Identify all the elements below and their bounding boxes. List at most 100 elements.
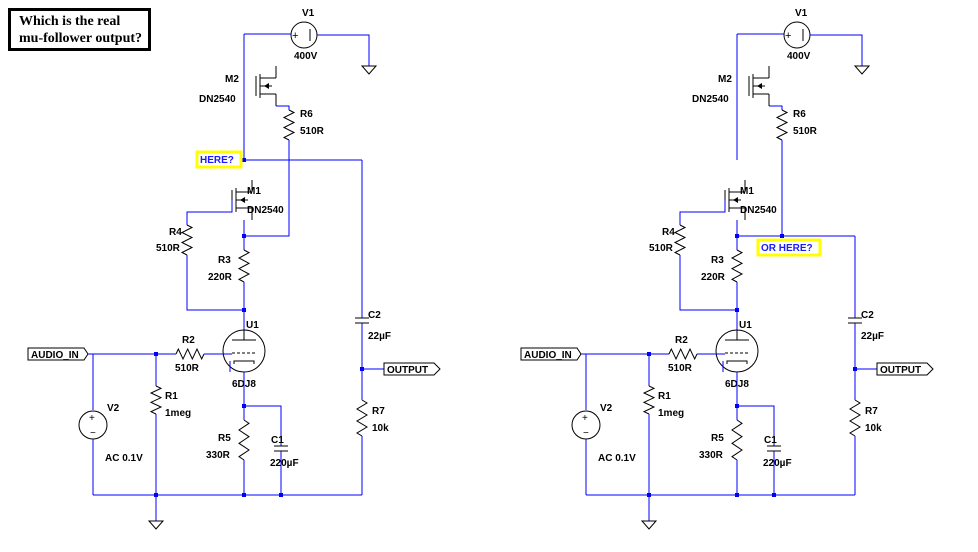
v1-name: V1	[302, 8, 315, 19]
svg-text:+: +	[292, 30, 298, 42]
v1-source: +	[290, 21, 318, 49]
r1-resistor	[149, 385, 163, 415]
junction-dot	[772, 493, 776, 497]
r1-value: 1meg	[165, 408, 191, 419]
r1-value: 1meg	[658, 408, 684, 419]
circuit-right: +V1400VM2DN2540R6510RM1DN2540R4510RR3220…	[520, 8, 934, 530]
m1-model: DN2540	[247, 205, 284, 216]
c2-name: C2	[368, 310, 381, 321]
ground-symbol	[360, 60, 378, 75]
r7-resistor	[356, 399, 368, 437]
question-label: HERE?	[200, 155, 234, 166]
wire	[769, 105, 783, 110]
r6-name: R6	[793, 109, 806, 120]
m2-name: M2	[718, 74, 732, 85]
c1-capacitor	[274, 445, 288, 452]
r1-name: R1	[658, 391, 671, 402]
title-line-2: mu-follower output?	[19, 31, 143, 46]
r4-resistor	[180, 224, 194, 256]
junction-dot	[242, 308, 246, 312]
wire	[679, 200, 726, 225]
r5-name: R5	[218, 433, 231, 444]
wire	[244, 140, 290, 237]
c2-capacitor	[355, 317, 369, 324]
m2-mosfet	[255, 66, 277, 106]
r6-resistor	[282, 109, 296, 141]
r2-resistor	[175, 347, 205, 361]
r4-name: R4	[662, 227, 675, 238]
svg-text:+: +	[785, 30, 791, 42]
junction-dot	[780, 234, 784, 238]
r1-name: R1	[165, 391, 178, 402]
r4-name: R4	[169, 227, 182, 238]
wire	[186, 200, 233, 225]
output-label: OUTPUT	[387, 365, 428, 376]
r7-name: R7	[865, 406, 878, 417]
r2-value: 510R	[668, 363, 693, 374]
question-highlight	[195, 150, 243, 169]
c2-capacitor	[848, 317, 862, 324]
wire	[317, 34, 370, 60]
m2-name: M2	[225, 74, 239, 85]
r3-resistor	[237, 249, 251, 283]
r3-value: 220R	[701, 272, 726, 283]
r3-value: 220R	[208, 272, 233, 283]
u1-name: U1	[246, 320, 259, 331]
v2-value: AC 0.1V	[105, 453, 143, 464]
m1-name: M1	[740, 186, 754, 197]
r5-resistor	[238, 419, 250, 461]
r3-name: R3	[218, 255, 231, 266]
r6-name: R6	[300, 109, 313, 120]
wire	[88, 353, 94, 410]
v2-value: AC 0.1V	[598, 453, 636, 464]
audio-in-label: AUDIO_IN	[524, 350, 572, 361]
v1-source: +	[783, 21, 811, 49]
r2-name: R2	[675, 335, 688, 346]
question-label: OR HERE?	[761, 243, 813, 254]
r5-value: 330R	[206, 450, 231, 461]
r6-value: 510R	[300, 126, 325, 137]
audio-in-flag	[520, 347, 582, 361]
v1-name: V1	[795, 8, 808, 19]
r3-resistor	[730, 249, 744, 283]
wire	[581, 353, 587, 410]
c2-value: 22µF	[861, 331, 884, 342]
junction-dot	[242, 234, 246, 238]
c1-name: C1	[764, 435, 777, 446]
circuit-left: +V1400VM2DN2540R6510RM1DN2540R4510RR3220…	[27, 8, 441, 530]
svg-text:−: −	[583, 428, 589, 439]
v2-name: V2	[600, 403, 613, 414]
junction-dot	[242, 158, 246, 162]
r1-resistor	[642, 385, 656, 415]
wire	[810, 34, 863, 60]
u1-name: U1	[739, 320, 752, 331]
svg-text:+: +	[89, 413, 95, 424]
u1-triode	[222, 329, 266, 373]
ground-symbol	[853, 60, 871, 75]
v1-value: 400V	[787, 51, 811, 62]
r2-name: R2	[182, 335, 195, 346]
r4-value: 510R	[649, 243, 674, 254]
m1-name: M1	[247, 186, 261, 197]
r4-resistor	[673, 224, 687, 256]
wire	[276, 105, 290, 110]
r3-name: R3	[711, 255, 724, 266]
junction-dot	[242, 493, 246, 497]
v2-source: +−	[78, 410, 108, 440]
wire	[244, 405, 282, 446]
c1-name: C1	[271, 435, 284, 446]
r5-value: 330R	[699, 450, 724, 461]
junction-dot	[735, 308, 739, 312]
r6-resistor	[775, 109, 789, 141]
junction-dot	[279, 493, 283, 497]
junction-dot	[735, 493, 739, 497]
u1-triode	[715, 329, 759, 373]
audio-in-label: AUDIO_IN	[31, 350, 79, 361]
svg-text:−: −	[90, 428, 96, 439]
r5-name: R5	[711, 433, 724, 444]
c1-value: 220µF	[270, 458, 299, 469]
m1-model: DN2540	[740, 205, 777, 216]
title-line-1: Which is the real	[19, 14, 121, 29]
m2-mosfet	[748, 66, 770, 106]
